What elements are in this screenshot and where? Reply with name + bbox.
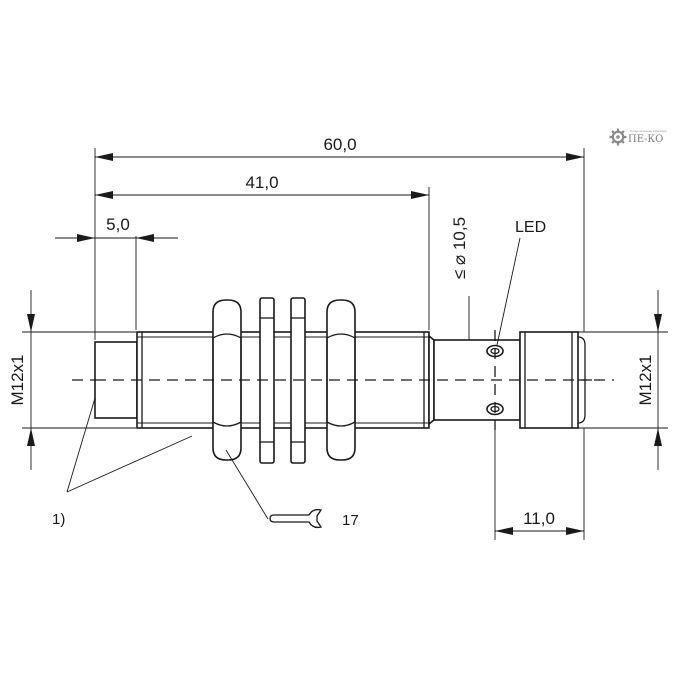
logo-tagline: Промышленная Компания (630, 129, 667, 133)
led-windows (486, 330, 504, 430)
note-1-label: 1) (52, 511, 65, 528)
led-label: LED (515, 219, 546, 236)
thread-length-label: 41,0 (245, 173, 278, 192)
logo-text: ПЕ-КО (628, 134, 663, 145)
company-logo: Промышленная Компания ПЕ-КО (609, 128, 667, 146)
dimension-thread-length: 41,0 (95, 173, 429, 199)
leader-note-1: 1) (52, 397, 193, 528)
connector-length-label: 11,0 (523, 509, 555, 528)
dimension-connector-length: 11,0 (495, 509, 584, 535)
wrench-size-label: 17 (342, 512, 359, 529)
overall-length-label: 60,0 (323, 135, 356, 154)
dimension-thread-left: M12x1 (8, 290, 35, 470)
thread-right-label: M12x1 (636, 354, 655, 405)
dimension-overall-length: 60,0 (95, 135, 584, 161)
dimension-thread-right: M12x1 (636, 290, 662, 470)
diameter-label: ≤ ⌀ 10,5 (450, 217, 469, 279)
lock-nut-right (326, 299, 356, 461)
gear-icon (609, 128, 627, 146)
thread-left-label: M12x1 (8, 354, 27, 405)
leader-wrench: 17 (225, 449, 359, 529)
pin-length-label: 5,0 (106, 215, 130, 234)
leader-led: LED (496, 219, 546, 346)
wrench-icon (269, 508, 323, 529)
extension-lines (22, 148, 668, 540)
dimension-pin-length: 5,0 (55, 215, 178, 242)
